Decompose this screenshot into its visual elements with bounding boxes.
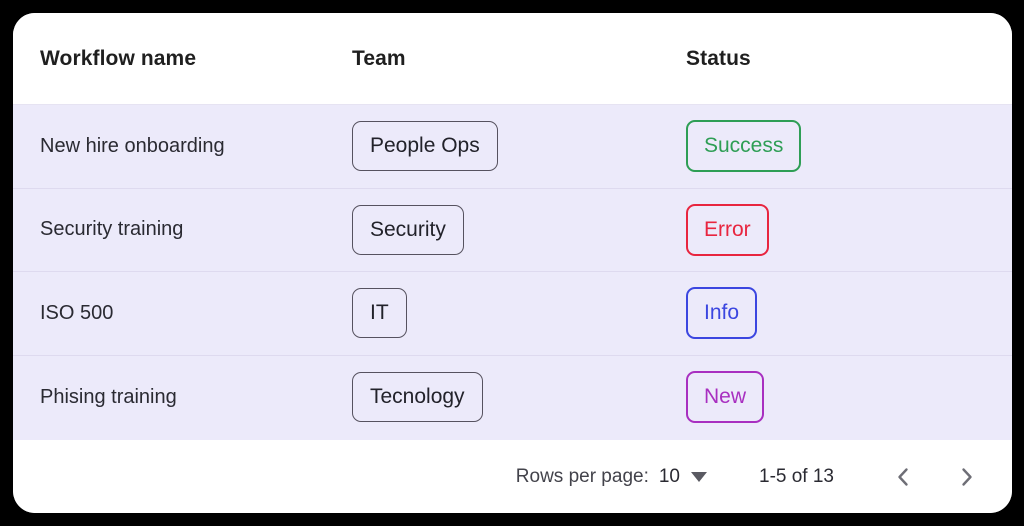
workflow-name-text: New hire onboarding	[40, 134, 225, 157]
table-header-row: Workflow name Team Status	[13, 13, 1012, 105]
workflow-name-text: Phising training	[40, 385, 177, 408]
column-header-status[interactable]: Status	[686, 46, 751, 70]
cell-status: Error	[680, 203, 1012, 256]
cell-workflow-name: Phising training	[13, 386, 346, 409]
cell-status: Success	[680, 120, 1012, 173]
team-chip[interactable]: Security	[352, 204, 464, 255]
team-chip[interactable]: People Ops	[352, 121, 498, 172]
status-badge[interactable]: Error	[686, 203, 769, 256]
status-badge[interactable]: Info	[686, 287, 758, 340]
cell-team: Tecnology	[346, 372, 680, 423]
table-row[interactable]: ISO 500 IT Info	[13, 272, 1012, 356]
rows-per-page-label: Rows per page:	[515, 465, 649, 487]
cell-team: IT	[346, 288, 680, 339]
cell-status: Info	[680, 287, 1012, 340]
table-body: New hire onboarding People Ops Success S…	[13, 105, 1012, 440]
status-badge[interactable]: Success	[686, 120, 802, 173]
previous-page-button[interactable]	[882, 456, 924, 498]
pagination-range-label: 1-5 of 13	[759, 465, 834, 487]
workflow-name-text: ISO 500	[40, 301, 114, 324]
cell-workflow-name: New hire onboarding	[13, 135, 346, 158]
column-header-team[interactable]: Team	[352, 46, 406, 70]
table-row[interactable]: Phising training Tecnology New	[13, 355, 1012, 439]
team-chip[interactable]: Tecnology	[352, 372, 483, 423]
caret-down-icon[interactable]	[691, 471, 707, 482]
table-footer: Rows per page: 10 1-5 of 13	[13, 440, 1012, 513]
next-page-button[interactable]	[946, 456, 988, 498]
rows-per-page-value[interactable]: 10	[658, 465, 680, 487]
workflow-name-text: Security training	[40, 218, 184, 241]
cell-workflow-name: ISO 500	[13, 302, 346, 325]
cell-status: New	[680, 371, 1012, 424]
chevron-left-icon	[893, 465, 913, 489]
team-chip[interactable]: IT	[352, 288, 407, 339]
chevron-right-icon	[957, 465, 977, 489]
table-row[interactable]: New hire onboarding People Ops Success	[13, 105, 1012, 189]
cell-workflow-name: Security training	[13, 218, 346, 241]
workflow-table-card: Workflow name Team Status New hire onboa…	[13, 13, 1012, 513]
cell-team: Security	[346, 204, 680, 255]
table-row[interactable]: Security training Security Error	[13, 188, 1012, 272]
cell-team: People Ops	[346, 121, 680, 172]
status-badge[interactable]: New	[686, 371, 765, 424]
column-header-workflow-name[interactable]: Workflow name	[40, 46, 197, 70]
